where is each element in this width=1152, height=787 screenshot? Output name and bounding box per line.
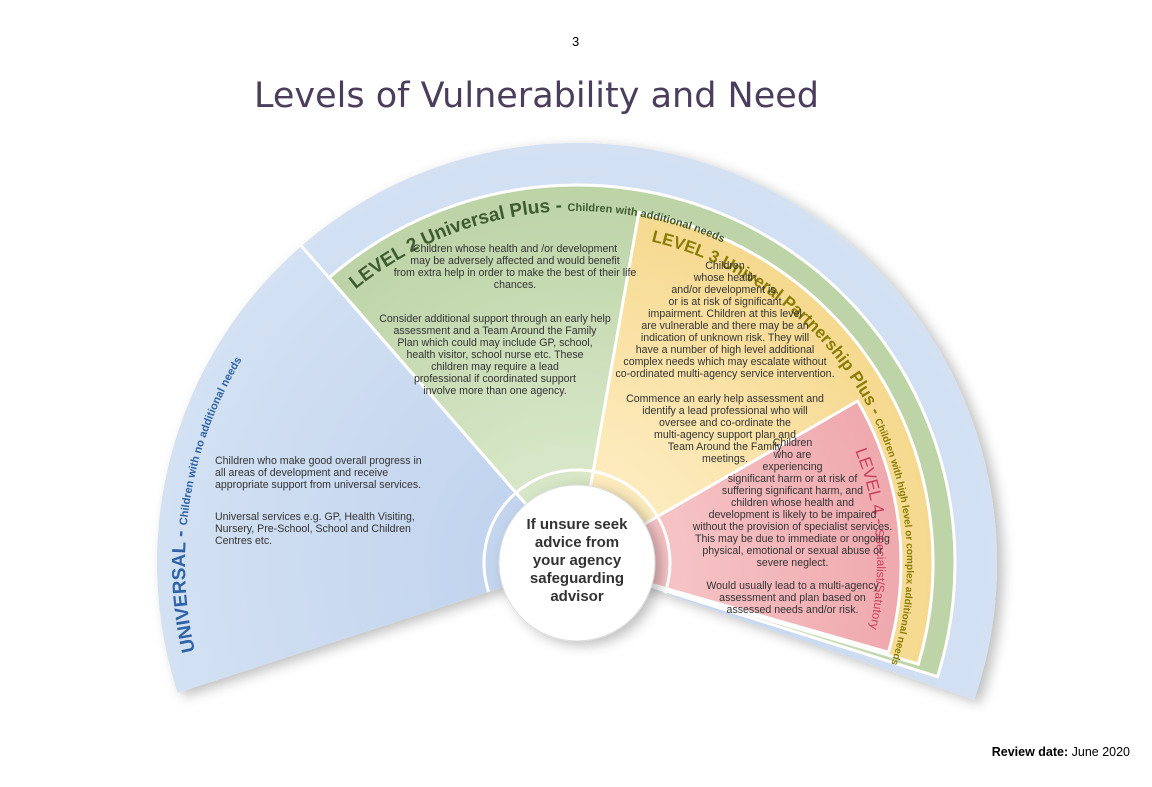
page-title: Levels of Vulnerability and Need [254, 76, 820, 116]
review-date-value: June 2020 [1068, 745, 1130, 759]
level3-description: Children whose health and/or development… [615, 260, 835, 380]
level4-sector [573, 398, 903, 655]
page-number: 3 [572, 34, 580, 49]
universal-services: Universal services e.g. GP, Health Visit… [215, 511, 415, 547]
level3-action: Commence an early help assessment and id… [626, 393, 824, 465]
universal-description: Children who make good overall progress … [215, 455, 422, 491]
level2-description: Children whose health and /or developmen… [393, 243, 637, 291]
level4-description: Children who are experiencing significan… [692, 437, 893, 569]
center-circle [498, 484, 656, 642]
review-date-label: Review date: [991, 745, 1069, 759]
level2-action: Consider additional support through an e… [379, 313, 611, 397]
level4-action: Would usually lead to a multi-agency ass… [706, 580, 879, 616]
center-advice: If unsure seek advice from your agency s… [526, 516, 628, 605]
inner-ring [482, 468, 672, 594]
review-date: Review date: June 2020 [992, 745, 1130, 759]
